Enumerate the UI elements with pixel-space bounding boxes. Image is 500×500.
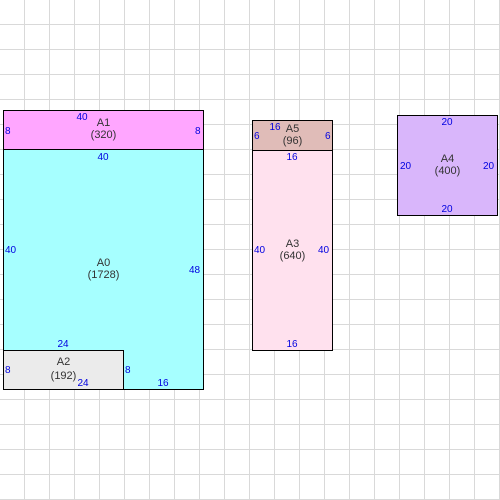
piece-a3-name: A3 bbox=[285, 238, 300, 250]
piece-a5-name: A5 bbox=[285, 123, 300, 135]
a1-top-dim: 40 bbox=[76, 112, 88, 123]
piece-a3[interactable]: A3 (640) bbox=[252, 150, 333, 351]
a2-bottom-dim: 24 bbox=[77, 378, 89, 389]
a3-right-dim: 40 bbox=[318, 245, 330, 256]
a5-right-dim: 6 bbox=[325, 131, 331, 142]
piece-a2-area: (192) bbox=[50, 370, 77, 382]
a5-left-dim: 6 bbox=[254, 131, 260, 142]
a0-right-dim: 48 bbox=[189, 265, 201, 276]
a4-bottom-dim: 20 bbox=[441, 204, 453, 215]
piece-a2-name: A2 bbox=[56, 356, 71, 368]
a0-bottom-dim: 16 bbox=[157, 378, 169, 389]
a2-left-dim: 8 bbox=[5, 365, 11, 376]
piece-a0-name: A0 bbox=[96, 257, 111, 269]
a1-right-dim: 8 bbox=[195, 126, 201, 137]
piece-a5-area: (96) bbox=[282, 135, 303, 147]
piece-a4-name: A4 bbox=[440, 153, 455, 165]
piece-a4-area: (400) bbox=[434, 165, 461, 177]
piece-a0[interactable]: A0 (1728) bbox=[3, 149, 204, 390]
piece-a4[interactable]: A4 (400) bbox=[397, 115, 498, 216]
a0-top-dim: 40 bbox=[97, 152, 109, 163]
piece-a1[interactable]: A1 (320) bbox=[3, 110, 204, 150]
piece-a0-area: (1728) bbox=[87, 269, 120, 281]
piece-a5[interactable]: A5 (96) bbox=[252, 120, 333, 151]
a3-bottom-dim: 16 bbox=[286, 339, 298, 350]
a2-right-dim: 8 bbox=[125, 365, 131, 376]
a4-top-dim: 20 bbox=[441, 117, 453, 128]
a5-top-dim: 16 bbox=[269, 122, 281, 133]
a0-left-dim: 40 bbox=[5, 245, 17, 256]
a1-left-dim: 8 bbox=[5, 126, 11, 137]
a4-right-dim: 20 bbox=[483, 161, 495, 172]
a4-left-dim: 20 bbox=[400, 161, 412, 172]
piece-a3-area: (640) bbox=[279, 250, 306, 262]
a3-top-dim: 16 bbox=[286, 152, 298, 163]
piece-a1-area: (320) bbox=[90, 129, 117, 141]
piece-a1-name: A1 bbox=[96, 117, 111, 129]
a2-top-dim: 24 bbox=[57, 339, 69, 350]
piece-a2[interactable]: A2 (192) bbox=[3, 350, 124, 390]
a3-left-dim: 40 bbox=[254, 245, 266, 256]
